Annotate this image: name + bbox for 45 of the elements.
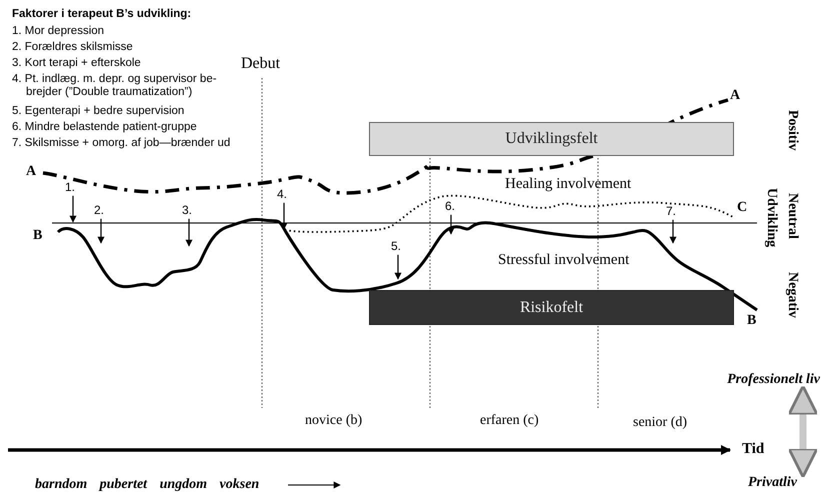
life-label: Professionelt liv (718, 372, 820, 388)
list-item: 5. Egenterapi + bedre supervision (12, 105, 184, 118)
leader-arrow (70, 196, 76, 223)
field-bar: Udviklingsfelt (369, 122, 734, 156)
callout-number: 5. (391, 240, 402, 254)
field-bar: Risikofelt (369, 290, 734, 325)
callout-number: 4. (277, 188, 288, 202)
list-item: 7. Skilsmisse + omorg. af job—brænder ud (12, 137, 230, 150)
callout-number: 3. (182, 204, 192, 218)
zone-label: Healing involvement (505, 176, 632, 194)
callout-number: 6. (445, 200, 456, 214)
axis-label: Negativ (784, 272, 800, 318)
leader-arrow (186, 218, 192, 247)
phase-label: senior (d) (633, 415, 688, 432)
callout-number: 2. (94, 204, 104, 218)
list-item: 2. Forældres skilsmisse (12, 41, 133, 54)
life-phase-label: barndom pubertet ungdom voksen (35, 477, 260, 493)
leader-arrow (394, 254, 402, 280)
list-heading: Faktorer i terapeut B’s udvikling: (12, 8, 192, 22)
list-item: 6. Mindre belastende patient-gruppe (12, 121, 197, 134)
double-arrow (788, 384, 818, 478)
curve-label: B (747, 313, 756, 330)
leader-arrow (670, 220, 676, 244)
list-item: 4. Pt. indlæg. m. depr. og supervisor be- brejder (”Double traumatization”) (12, 73, 218, 100)
list-item: 3. Kort terapi + efterskole (12, 57, 141, 70)
curve-label: A (730, 88, 740, 104)
list-item: 1. Mor depression (12, 25, 104, 38)
curve-label: B (33, 228, 42, 244)
axis-label: Tid (742, 441, 764, 458)
leader-arrow (280, 202, 288, 230)
axis-label: Neutral (784, 193, 800, 239)
curve-label: A (26, 164, 36, 180)
axis-label: Udvikling (763, 188, 780, 248)
curve-b (57, 218, 758, 312)
axis-label: Positiv (784, 110, 800, 150)
phase-label: novice (b) (305, 413, 362, 430)
callout-number: 1. (65, 181, 76, 195)
curve-label: C (737, 200, 748, 216)
zone-label: Stressful involvement (498, 252, 630, 270)
leader-arrow (98, 218, 104, 244)
life-label: Privatliv (748, 475, 797, 492)
leader-arrow (448, 214, 454, 235)
phase-label: erfaren (c) (480, 413, 539, 430)
phase-label: Debut (241, 55, 280, 74)
callout-number: 7. (666, 205, 676, 219)
